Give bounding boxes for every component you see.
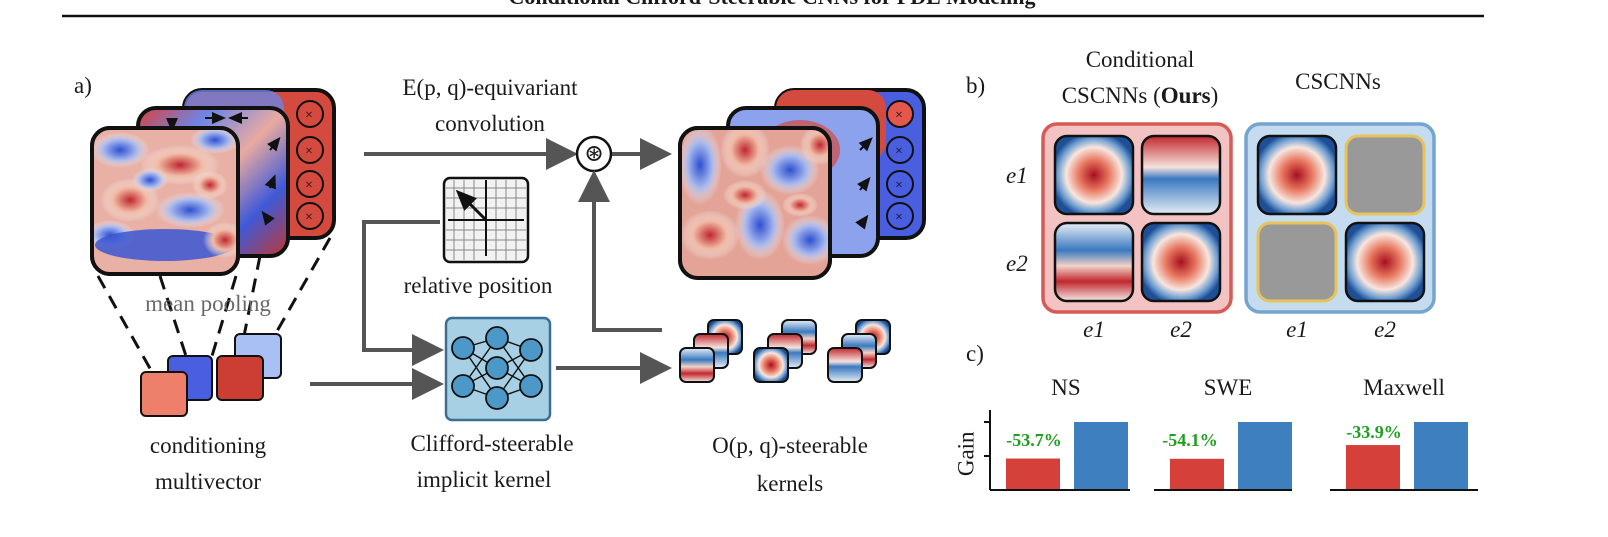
mv-square-1 — [140, 371, 188, 417]
col-label-base-e2: e2 — [1374, 317, 1396, 342]
gain-label-maxwell: -33.9% — [1346, 422, 1402, 442]
baseline-kernel-matrix — [1244, 122, 1436, 314]
conditioning-line1: conditioning — [149, 433, 267, 458]
kernel-feedback-arrow — [578, 170, 662, 332]
page-title: Conditional Clifford-Steerable CNNs for … — [509, 0, 1036, 10]
chart-title-swe: SWE — [1203, 375, 1253, 400]
mean-pooling-label: mean pooling — [145, 291, 271, 316]
bar-ns-ours — [1006, 458, 1060, 490]
base-kernel-22 — [1344, 221, 1426, 303]
col-label-ours-e2: e2 — [1170, 317, 1192, 342]
conv-operator-symbol: ⊛ — [583, 141, 605, 167]
input-field-stack: × × × × — [90, 88, 336, 276]
steerable-label-line1: O(p, q)-steerable — [712, 433, 868, 458]
row-label-e1: e1 — [1006, 163, 1028, 188]
gain-charts — [984, 410, 1478, 491]
gain-label-ns: -53.7% — [1006, 430, 1062, 450]
row-label-e2: e2 — [1006, 251, 1028, 276]
svg-text:×: × — [305, 108, 313, 123]
gain-label-swe: -54.1% — [1162, 430, 1218, 450]
pooling-dashes — [96, 237, 332, 373]
mv-square-2 — [216, 355, 264, 401]
relative-position-vector — [455, 189, 488, 222]
base-kernel-12 — [1344, 134, 1426, 216]
col-label-ours-e1: e1 — [1083, 317, 1105, 342]
base-kernel-11 — [1256, 134, 1338, 216]
svg-text:×: × — [305, 210, 313, 225]
bar-maxwell-ours — [1346, 445, 1400, 490]
grid-connector — [362, 220, 444, 366]
bar-swe-baseline — [1238, 422, 1292, 490]
kernel-label-line1: Clifford-steerable — [410, 431, 574, 456]
kernel-label-line2: implicit kernel — [416, 467, 552, 492]
output-field-stack: × × × × — [678, 88, 926, 280]
steerable-label-line2: kernels — [756, 471, 824, 496]
conditioning-line2: multivector — [154, 469, 262, 494]
ours-kernel-21 — [1053, 221, 1135, 303]
input-field-front-texture — [92, 128, 238, 274]
multivector-squares — [140, 333, 282, 417]
svg-text:×: × — [895, 210, 903, 225]
ours-title-line1: Conditional — [1085, 47, 1195, 72]
implicit-kernel-network — [444, 316, 552, 422]
svg-text:×: × — [895, 178, 903, 193]
ours-kernel-22 — [1140, 221, 1222, 303]
chart-title-ns: NS — [1051, 375, 1081, 400]
bar-maxwell-baseline — [1414, 422, 1468, 490]
svg-text:×: × — [895, 108, 903, 123]
ours-kernel-11 — [1053, 134, 1135, 216]
col-label-base-e1: e1 — [1286, 317, 1308, 342]
steerable-kernel-stacks — [679, 319, 891, 383]
relative-position-grid — [442, 176, 530, 264]
panel-b-label: b) — [966, 73, 986, 98]
bar-swe-ours — [1170, 458, 1224, 490]
baseline-title: CSCNNs — [1295, 69, 1381, 94]
vector-circles-out: × × × × — [886, 100, 914, 230]
output-field-front-texture — [680, 128, 830, 278]
chart-title-maxwell: Maxwell — [1363, 375, 1445, 400]
svg-text:×: × — [895, 144, 903, 159]
conv-label-line2: convolution — [435, 111, 545, 136]
relative-position-label: relative position — [403, 273, 553, 298]
header-clip-bg — [0, 0, 1608, 14]
panel-c-label: c) — [966, 341, 984, 366]
bar-ns-baseline — [1074, 422, 1128, 490]
vector-circles-back: × × × × — [296, 100, 324, 230]
panel-a-label: a) — [74, 73, 92, 98]
vector-arrows-mid — [166, 112, 281, 226]
conv-label-line1: E(p, q)-equivariant — [402, 75, 578, 100]
ours-kernel-12 — [1140, 134, 1222, 216]
base-kernel-21 — [1256, 221, 1338, 303]
ours-kernel-matrix — [1041, 122, 1233, 314]
svg-text:×: × — [305, 144, 313, 159]
ours-title-line2: CSCNNs (Ours) — [1061, 83, 1219, 108]
gain-axis-label: Gain — [953, 431, 979, 477]
svg-text:×: × — [305, 178, 313, 193]
